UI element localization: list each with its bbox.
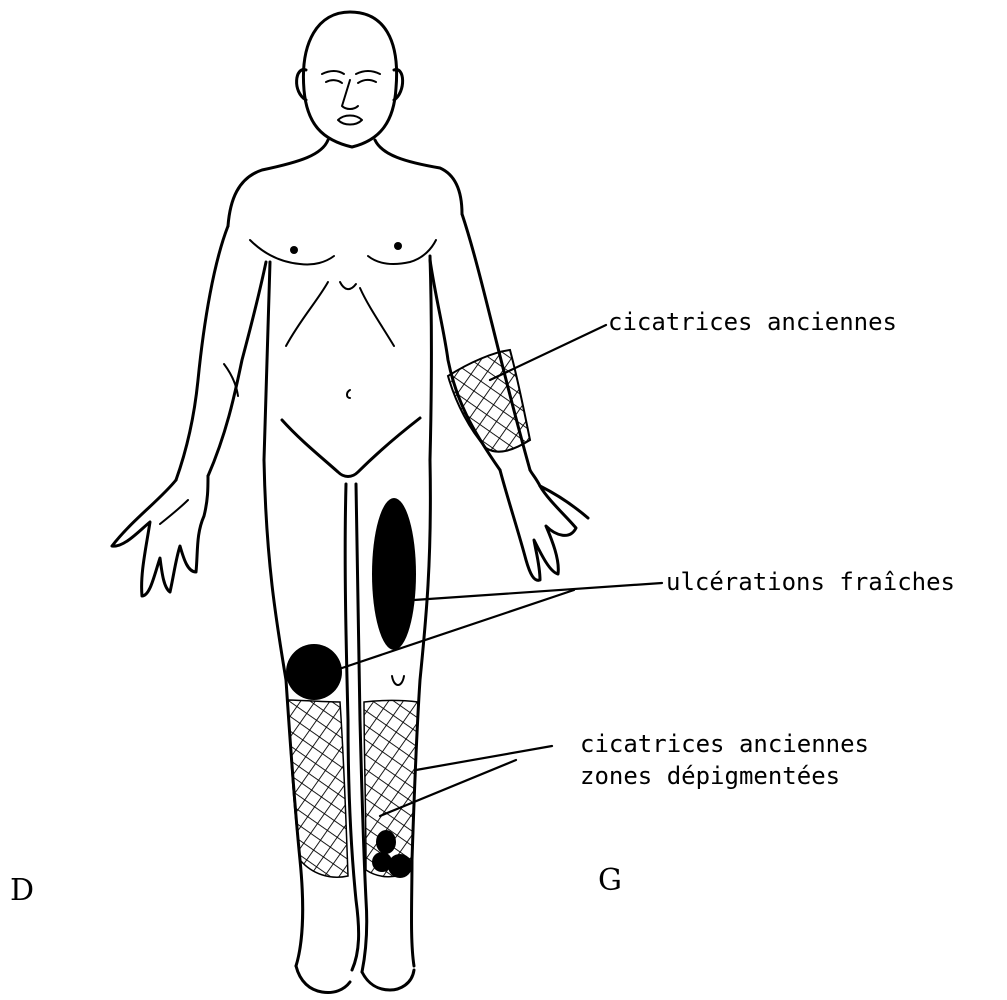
ulcer-knee (286, 644, 342, 700)
label-scars-legs-line1: cicatrices anciennes (580, 730, 869, 758)
label-scars-arm: cicatrices anciennes (608, 308, 897, 336)
label-ulcers: ulcérations fraîches (666, 568, 955, 596)
left-arm (430, 214, 588, 580)
ulcer-thigh (372, 498, 416, 650)
side-label-left: G (598, 863, 622, 898)
side-label-right: D (10, 873, 34, 908)
torso (228, 140, 462, 477)
label-scars-legs-line2: zones dépigmentées (580, 762, 840, 790)
scar-zone-forearm (448, 350, 530, 452)
head (297, 12, 403, 147)
right-arm (112, 226, 266, 596)
